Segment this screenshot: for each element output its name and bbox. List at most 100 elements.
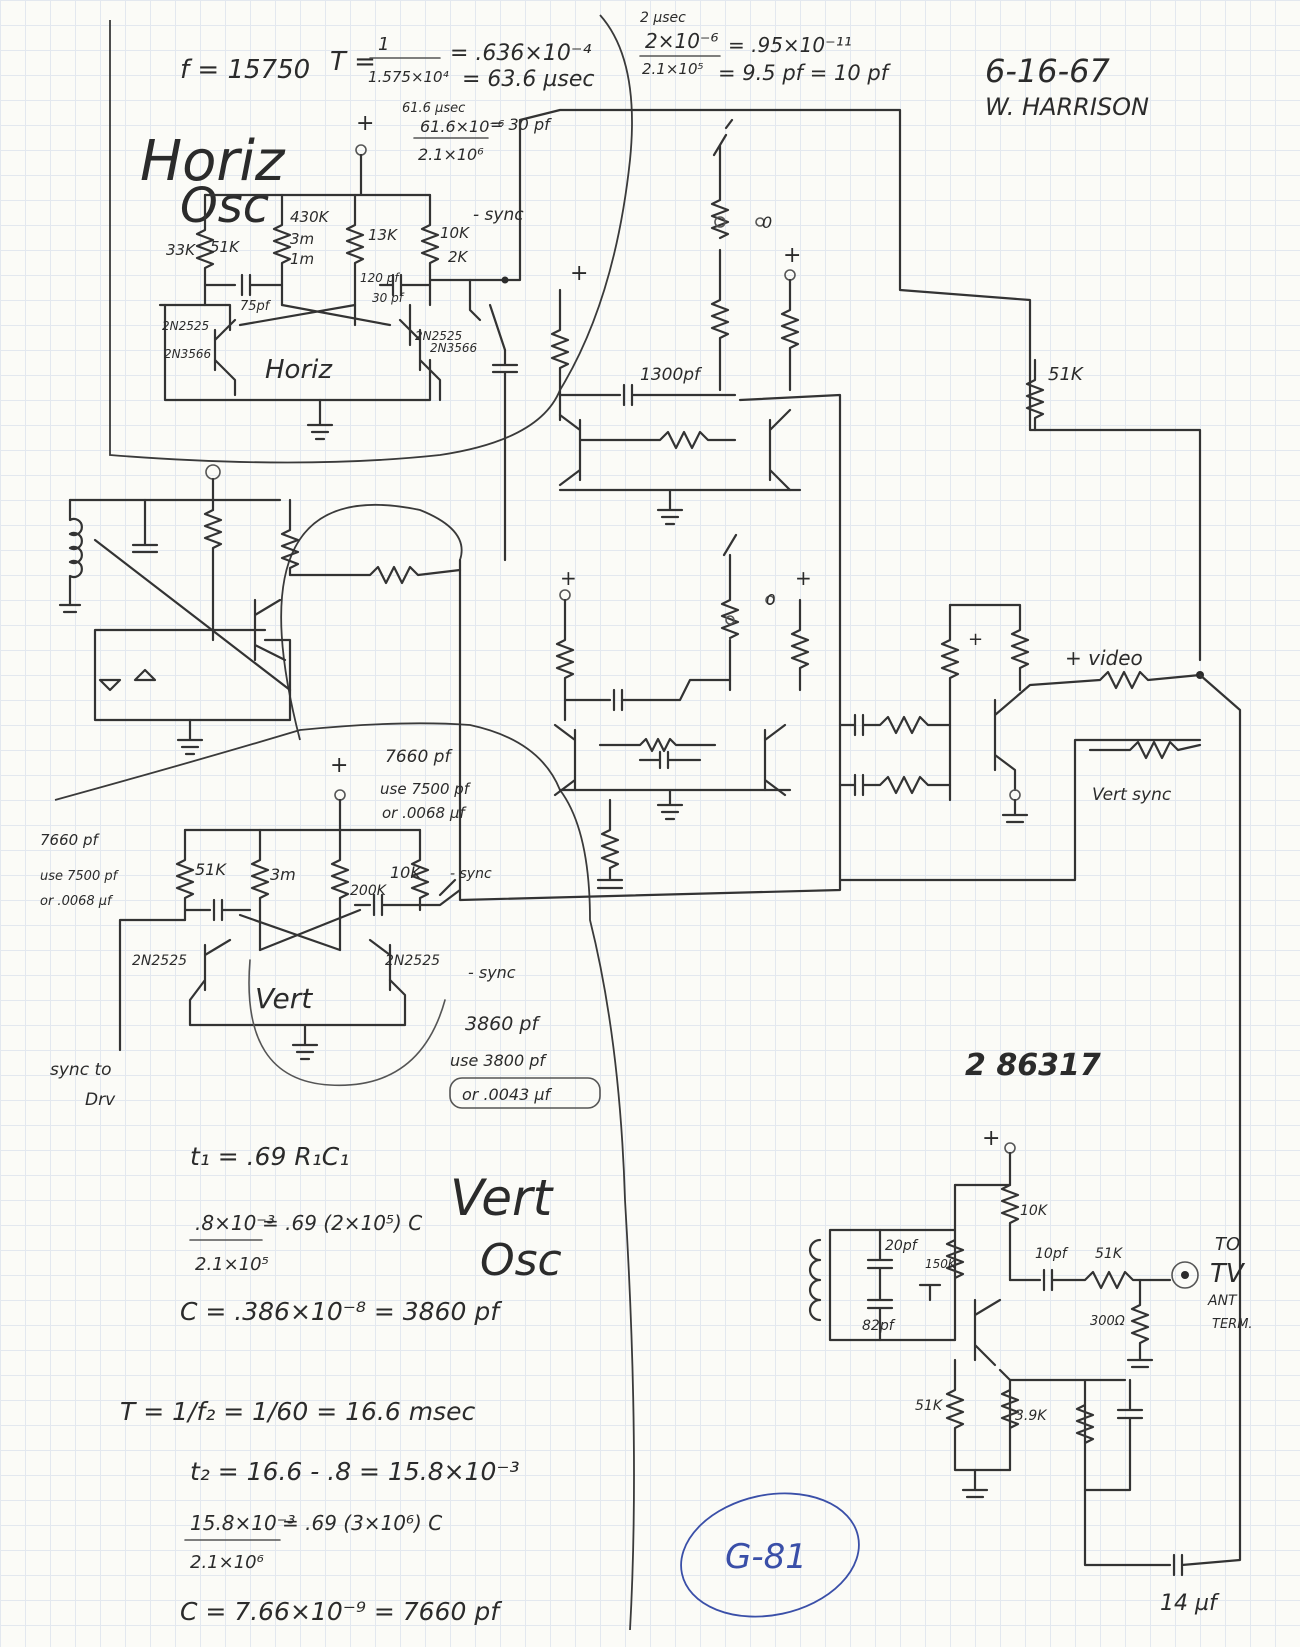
- cap-calc-top: 2 µsec: [640, 10, 686, 26]
- horiz-c2: 120 pf: [360, 271, 400, 285]
- mid-plus-3: +: [560, 566, 577, 590]
- rf-to-tv-3: ANT: [1207, 1293, 1238, 1309]
- horiz-q2: 2N2525: [415, 329, 462, 343]
- mid-zero-1: 0: [762, 213, 772, 232]
- cap-calc-num: 2×10⁻⁶: [645, 29, 719, 53]
- horiz-q1: 2N2525: [162, 319, 209, 333]
- vert-sync-2: - sync: [468, 963, 516, 982]
- mid-plus-1: +: [570, 261, 588, 286]
- period-den: 1.575×10⁴: [368, 68, 449, 86]
- horiz-c1: 75pf: [240, 299, 272, 314]
- calc-line-6-num: 15.8×10⁻³: [190, 1511, 295, 1535]
- date-label: 6-16-67: [985, 52, 1111, 90]
- vert-cap-note-1: 7660 pf: [385, 747, 453, 767]
- horiz-r1: 33K: [166, 241, 196, 259]
- horiz-r2b: 3m: [290, 230, 314, 248]
- calc-line-6-den: 2.1×10⁶: [190, 1552, 264, 1573]
- calc-line-7: C = 7.66×10⁻⁹ = 7660 pf: [180, 1597, 502, 1626]
- horiz-calc-num: 61.6×10⁻⁶: [420, 117, 505, 136]
- vert-side-note-2: use 7500 pf: [40, 869, 120, 884]
- vert-label: Vert: [255, 982, 313, 1015]
- cap-calc-result-1: = .95×10⁻¹¹: [728, 33, 852, 57]
- mid-plus-2: +: [783, 243, 801, 268]
- horiz-plus: +: [356, 111, 374, 136]
- calc-line-2-num: .8×10⁻³: [195, 1211, 275, 1235]
- freq-note: f = 15750: [180, 55, 310, 85]
- horiz-osc-boundary: [109, 14, 633, 464]
- horiz-r4b: 2K: [448, 248, 469, 266]
- horiz-q1b: 2N3566: [164, 347, 212, 361]
- rf-82pf: 82pf: [862, 1318, 896, 1334]
- horiz-r3: 13K: [368, 226, 398, 244]
- rf-plus: +: [982, 1126, 1000, 1151]
- vert-r1: 51K: [195, 860, 227, 879]
- author-label: W. HARRISON: [985, 93, 1149, 121]
- horiz-r1b: 51K: [210, 238, 240, 256]
- rf-3-9k: 3.9K: [1015, 1408, 1048, 1424]
- video-label: + video: [1065, 646, 1143, 670]
- rf-51k: 51K: [1095, 1246, 1124, 1262]
- rf-300: 300Ω: [1090, 1314, 1125, 1329]
- mid-51k: 51K: [1048, 364, 1084, 385]
- sync-to-drv-1: sync to: [50, 1060, 112, 1080]
- horiz-osc-title: Horiz: [140, 129, 286, 194]
- vert-c-note-3: or .0043 µf: [462, 1085, 553, 1104]
- vert-plus: +: [330, 753, 348, 778]
- vert-q1: 2N2525: [132, 953, 187, 969]
- horiz-r2c: 1m: [290, 250, 314, 268]
- calc-line-2-den: 2.1×10⁵: [195, 1254, 269, 1275]
- mid-plus-pot: +: [968, 629, 983, 650]
- vert-side-note-3: or .0068 µf: [40, 894, 114, 909]
- period-label: T =: [330, 47, 376, 77]
- vert-r4: 10K: [390, 863, 422, 882]
- rf-10pf: 10pf: [1035, 1246, 1069, 1262]
- period-result-2: = 63.6 µsec: [462, 67, 595, 92]
- horiz-r4: 10K: [440, 224, 470, 242]
- horiz-c3: 30 pf: [372, 291, 405, 305]
- vert-q2: 2N2525: [385, 953, 440, 969]
- vert-side-note-1: 7660 pf: [40, 831, 100, 849]
- vert-c-note-1: 3860 pf: [465, 1013, 541, 1035]
- vert-osc-boundary: [54, 722, 635, 1631]
- calc-line-3: C = .386×10⁻⁸ = 3860 pf: [180, 1297, 502, 1326]
- rf-150k: 150K: [925, 1257, 957, 1271]
- vert-osc-title-2: Osc: [480, 1235, 562, 1286]
- rf-stamp: 2 86317: [965, 1048, 1101, 1083]
- horiz-q2b: 2N3566: [430, 341, 478, 355]
- period-result-1: = .636×10⁻⁴: [450, 41, 591, 66]
- rf-to-tv-1: TO: [1215, 1234, 1240, 1255]
- calc-line-6-mid: = .69 (3×10⁶) C: [282, 1511, 442, 1535]
- horiz-sync: - sync: [473, 205, 524, 225]
- period-num: 1: [378, 34, 389, 55]
- vert-osc-title: Vert: [450, 1169, 555, 1227]
- rf-14uf: 14 µf: [1160, 1591, 1220, 1616]
- horiz-r2: 430K: [290, 208, 330, 226]
- vert-sync-label: Vert sync: [1092, 785, 1172, 805]
- rf-20pf: 20pf: [885, 1238, 919, 1254]
- mid-zero-2: 0: [766, 591, 776, 609]
- vert-r2: 3m: [270, 865, 296, 884]
- calc-line-2-mid: = .69 (2×10⁵) C: [262, 1211, 422, 1235]
- vert-sync-1: - sync: [450, 866, 492, 882]
- calc-line-4: T = 1/f₂ = 1/60 = 16.6 msec: [120, 1397, 475, 1426]
- vert-cap-note-3: or .0068 µf: [382, 804, 467, 822]
- sync-to-drv-2: Drv: [85, 1090, 116, 1110]
- vert-r3: 200K: [350, 883, 388, 899]
- mid-1300pf: 1300pf: [640, 365, 703, 385]
- rf-10k: 10K: [1020, 1203, 1049, 1219]
- cap-calc-result-2: = 9.5 pf = 10 pf: [718, 61, 892, 85]
- horiz-calc-top: 61.6 µsec: [402, 101, 465, 116]
- horiz-calc-den: 2.1×10⁶: [418, 145, 484, 164]
- rf-to-tv-2: TV: [1210, 1259, 1246, 1289]
- page-id: G-81: [725, 1537, 807, 1577]
- cap-calc-den: 2.1×10⁵: [642, 60, 704, 78]
- vert-cap-note-2: use 7500 pf: [380, 780, 472, 798]
- osc-boundary-mid: [280, 503, 463, 741]
- rf-51k-b: 51K: [915, 1398, 944, 1414]
- mid-plus-4: +: [795, 566, 812, 590]
- horiz-osc-title-2: Osc: [180, 178, 269, 234]
- calc-line-1: t₁ = .69 R₁C₁: [190, 1142, 349, 1171]
- vert-c-note-2: use 3800 pf: [450, 1051, 547, 1070]
